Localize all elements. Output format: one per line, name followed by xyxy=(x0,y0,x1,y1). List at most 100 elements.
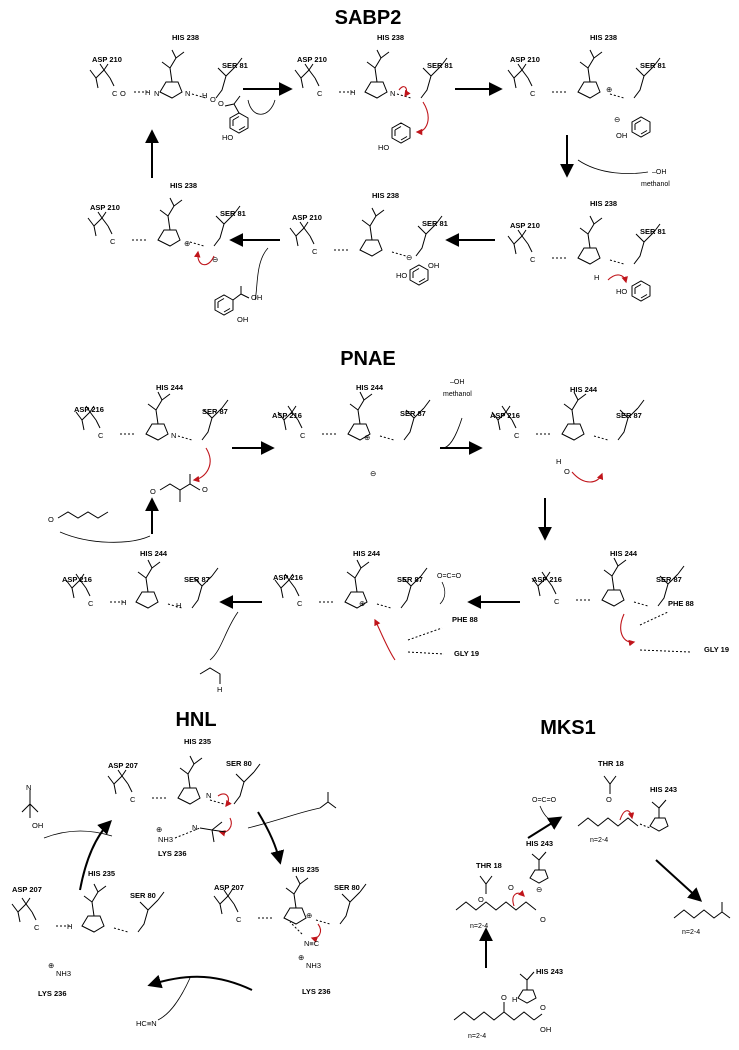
residue-label: ASP 207 xyxy=(214,883,244,892)
atom-label: H xyxy=(145,88,150,97)
residue-label: SER 87 xyxy=(616,411,642,420)
pnae-step-6: ASP 216 HIS 244 SER 87 C H H xyxy=(62,549,219,610)
residue-label: SER 80 xyxy=(226,759,252,768)
leaving-group-label: –OH xyxy=(652,169,666,176)
residue-label: HIS 244 xyxy=(610,549,638,558)
hnl-substrate: N OH xyxy=(21,783,43,830)
atom-label: HO xyxy=(616,287,627,296)
product-release-curve xyxy=(254,247,269,301)
residue-label: HIS 243 xyxy=(650,785,677,794)
sabp2-bound-substrate: HO xyxy=(378,122,411,152)
atom-label: O xyxy=(120,89,126,98)
pnae-step-2: ASP 216 HIS 244 SER 87 C ⊕ ⊖ xyxy=(272,383,431,478)
atom-label: H xyxy=(512,995,517,1004)
atom-label: N xyxy=(171,431,176,440)
residue-label: HIS 238 xyxy=(170,181,197,190)
atom-label: OH xyxy=(237,315,248,324)
atom-label: H xyxy=(594,273,599,282)
pnae-free-substrate: O xyxy=(48,511,109,524)
atom-label: H xyxy=(556,457,561,466)
atom-label: ⊖ xyxy=(212,255,218,264)
residue-label: HIS 235 xyxy=(292,865,319,874)
charge-plus: ⊕ xyxy=(48,961,54,970)
residue-label: SER 87 xyxy=(184,575,210,584)
atom-label: H xyxy=(217,685,222,694)
mks1-ketoacid-bound: n=2-4 O ⊖ O xyxy=(455,883,546,930)
residue-label: SER 87 xyxy=(400,409,426,418)
residue-label: HIS 238 xyxy=(372,191,399,200)
atom-label: O xyxy=(540,1003,546,1012)
hnl-step-3: ASP 207 HIS 235 SER 80 C H xyxy=(11,869,165,933)
atom-label: O xyxy=(564,467,570,476)
reaction-arrow xyxy=(147,974,253,991)
methyl-salicylate-substrate: O HO xyxy=(218,95,249,142)
substrate-entry-curve xyxy=(59,531,151,543)
atom-label: ⊖ xyxy=(614,115,620,124)
atom-label: OH xyxy=(251,293,262,302)
atom-label: ⊕ xyxy=(364,433,370,442)
atom-label: C xyxy=(88,599,94,608)
leaving-group-label: –OH xyxy=(450,379,464,386)
residue-label: ASP 210 xyxy=(292,213,322,222)
atom-label: N xyxy=(154,89,159,98)
cyanide-label: N≡C xyxy=(304,939,320,948)
residue-label: ASP 207 xyxy=(108,761,138,770)
residue-label: THR 18 xyxy=(598,759,624,768)
co2-label: O=C=O xyxy=(437,573,462,580)
hnl-title: HNL xyxy=(175,709,216,731)
oxyanion-hbonds xyxy=(639,611,691,653)
atom-label: HO xyxy=(396,271,407,280)
sabp2-product-ring: HO xyxy=(396,264,429,286)
pnae-substrate: O O xyxy=(150,474,208,502)
residue-label: LYS 236 xyxy=(38,989,67,998)
acetone-release-curve xyxy=(247,807,321,829)
atom-label: O xyxy=(540,915,546,924)
atom-label: C xyxy=(300,431,306,440)
residue-label: ASP 216 xyxy=(532,575,562,584)
residue-label: ASP 207 xyxy=(12,885,42,894)
atom-label: HO xyxy=(378,143,389,152)
residue-label: SER 81 xyxy=(222,61,248,70)
mks1-methylketone-product: n=2-4 xyxy=(673,902,731,936)
pnae-title: PNAE xyxy=(340,348,396,370)
atom-label: HO xyxy=(222,133,233,142)
n-range-label: n=2-4 xyxy=(468,1033,486,1040)
atom-label: C xyxy=(130,795,136,804)
atom-label: O xyxy=(501,993,507,1002)
oxyanion-hbonds xyxy=(407,627,445,655)
atom-label: ⊕ xyxy=(306,911,312,920)
atom-label: H xyxy=(202,91,207,100)
charge-plus: ⊕ xyxy=(298,953,304,962)
pnae-aldehyde-product: H xyxy=(199,667,222,694)
residue-label: SER 81 xyxy=(640,227,666,236)
atom-label: O xyxy=(210,95,216,104)
sabp2-step-5: ASP 210 HIS 238 SER 81 C ⊖ OH xyxy=(289,191,448,270)
atom-label: C xyxy=(34,923,40,932)
atom-label: OH xyxy=(616,131,627,140)
residue-label: SER 81 xyxy=(427,61,453,70)
residue-label: HIS 244 xyxy=(570,385,598,394)
atom-label: H xyxy=(176,601,181,610)
residue-label: PHE 88 xyxy=(452,615,478,624)
acetone-cyanohydrin-bound: N xyxy=(192,821,227,843)
residue-label: HIS 235 xyxy=(184,737,211,746)
sabp2-acyl-ring: HO xyxy=(616,280,651,302)
atom-label: C xyxy=(112,89,118,98)
co2-release-curve xyxy=(439,581,446,605)
ammonium-label: NH3 xyxy=(56,969,71,978)
pnae-step-4: ASP 216 HIS 244 SER 87 C xyxy=(531,549,685,647)
residue-label: SER 87 xyxy=(202,407,228,416)
atom-label: ⊖ xyxy=(370,469,376,478)
atom-label: C xyxy=(514,431,520,440)
atom-label: O xyxy=(150,487,156,496)
residue-label: ASP 216 xyxy=(74,405,104,414)
atom-label: ⊕ xyxy=(359,599,365,608)
residue-label: THR 18 xyxy=(476,861,502,870)
sabp2-tetrahedral-ring: OH xyxy=(616,116,651,140)
residue-label: LYS 236 xyxy=(302,987,331,996)
atom-label: C xyxy=(236,915,242,924)
mks1-thr-mid: O xyxy=(478,875,493,904)
mks1-his-top xyxy=(649,799,669,832)
residue-label: SER 87 xyxy=(656,575,682,584)
residue-label: HIS 238 xyxy=(172,33,199,42)
